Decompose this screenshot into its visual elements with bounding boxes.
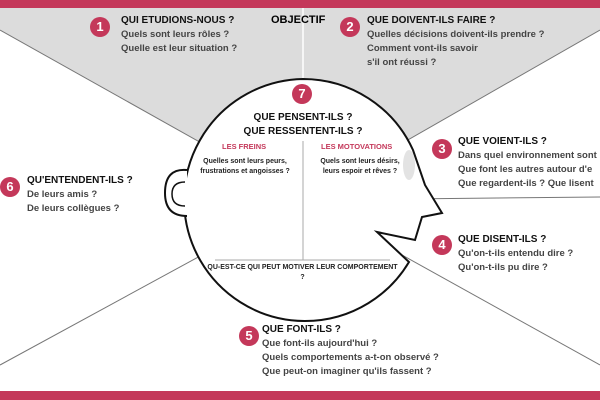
top-bar <box>0 0 600 8</box>
question: Quelles décisions doivent-ils prendre ? <box>367 29 545 40</box>
head-bottom-question: QU-EST-CE QUI PEUT MOTIVER LEUR COMPORTE… <box>207 264 398 281</box>
question: Quelle est leur situation ? <box>121 43 238 54</box>
motivations-line: leurs espoir et rêves ? <box>322 168 398 175</box>
motivations-text: Quels sont leurs désirs, leurs espoir et… <box>310 157 410 177</box>
eye-icon <box>403 150 415 180</box>
question: Qu'on-t-ils pu dire ? <box>458 262 548 273</box>
question: Quels sont leurs rôles ? <box>121 29 230 40</box>
bottom-bar <box>0 391 600 400</box>
badge-1: 1 <box>90 17 110 37</box>
section-title: QUE VOIENT-ILS ? <box>458 136 547 147</box>
badge-6: 6 <box>0 177 20 197</box>
objectif-label: OBJECTIF <box>271 14 326 26</box>
badge-3: 3 <box>432 139 452 159</box>
section-title: QUE DISENT-ILS ? <box>458 234 547 245</box>
ear-inner <box>171 181 186 207</box>
badge-5: 5 <box>239 326 259 346</box>
question: Quels comportements a-t-on observé ? <box>262 352 439 363</box>
section-4: QUE DISENT-ILS ? Qu'on-t-ils entendu dir… <box>458 233 573 275</box>
section-title: QUE DOIVENT-ILS FAIRE ? <box>367 15 496 26</box>
badge-2: 2 <box>340 17 360 37</box>
section-6: QU'ENTENDENT-ILS ? De leurs amis ? De le… <box>27 174 133 216</box>
section-title: QU'ENTENDENT-ILS ? <box>27 175 133 186</box>
badge-7: 7 <box>292 84 312 104</box>
section-1: QUI ETUDIONS-NOUS ? Quels sont leurs rôl… <box>121 14 237 56</box>
section-title-2: QUE RESSENTENT-ILS ? <box>243 126 363 137</box>
question: Que font les autres autour d'e <box>458 164 593 175</box>
section-title: QUE PENSENT-ILS ? <box>253 112 353 123</box>
section-2: QUE DOIVENT-ILS FAIRE ? Quelles décision… <box>367 14 544 70</box>
badge-4: 4 <box>432 235 452 255</box>
section-title: QUE FONT-ILS ? <box>262 324 341 335</box>
question: De leurs amis ? <box>27 189 98 200</box>
section-7: QUE PENSENT-ILS ? QUE RESSENTENT-ILS ? <box>203 111 403 139</box>
motivations-line: Quels sont leurs désirs, <box>320 158 400 165</box>
section-5: QUE FONT-ILS ? Que font-ils aujourd'hui … <box>262 323 439 379</box>
ear-icon <box>163 168 188 217</box>
motivations-label: LES MOTOVATIONS <box>321 142 393 151</box>
freins-line: Quelles sont leurs peurs, <box>203 158 287 165</box>
freins-line: frustrations et angoisses ? <box>200 168 290 175</box>
section-title: QUI ETUDIONS-NOUS ? <box>121 15 235 26</box>
question: s'il ont réussi ? <box>367 57 437 68</box>
question: Que font-ils aujourd'hui ? <box>262 338 378 349</box>
freins-label: LES FREINS <box>222 142 267 151</box>
question: Comment vont-ils savoir <box>367 43 478 54</box>
section-3: QUE VOIENT-ILS ? Dans quel environnement… <box>458 135 597 191</box>
question: Que peut-on imaginer qu'ils fassent ? <box>262 366 432 377</box>
question: De leurs collègues ? <box>27 203 120 214</box>
question: Dans quel environnement sont <box>458 150 597 161</box>
question: Que regardent-ils ? Que lisent <box>458 178 594 189</box>
question: Qu'on-t-ils entendu dire ? <box>458 248 574 259</box>
freins-text: Quelles sont leurs peurs, frustrations e… <box>195 157 295 177</box>
